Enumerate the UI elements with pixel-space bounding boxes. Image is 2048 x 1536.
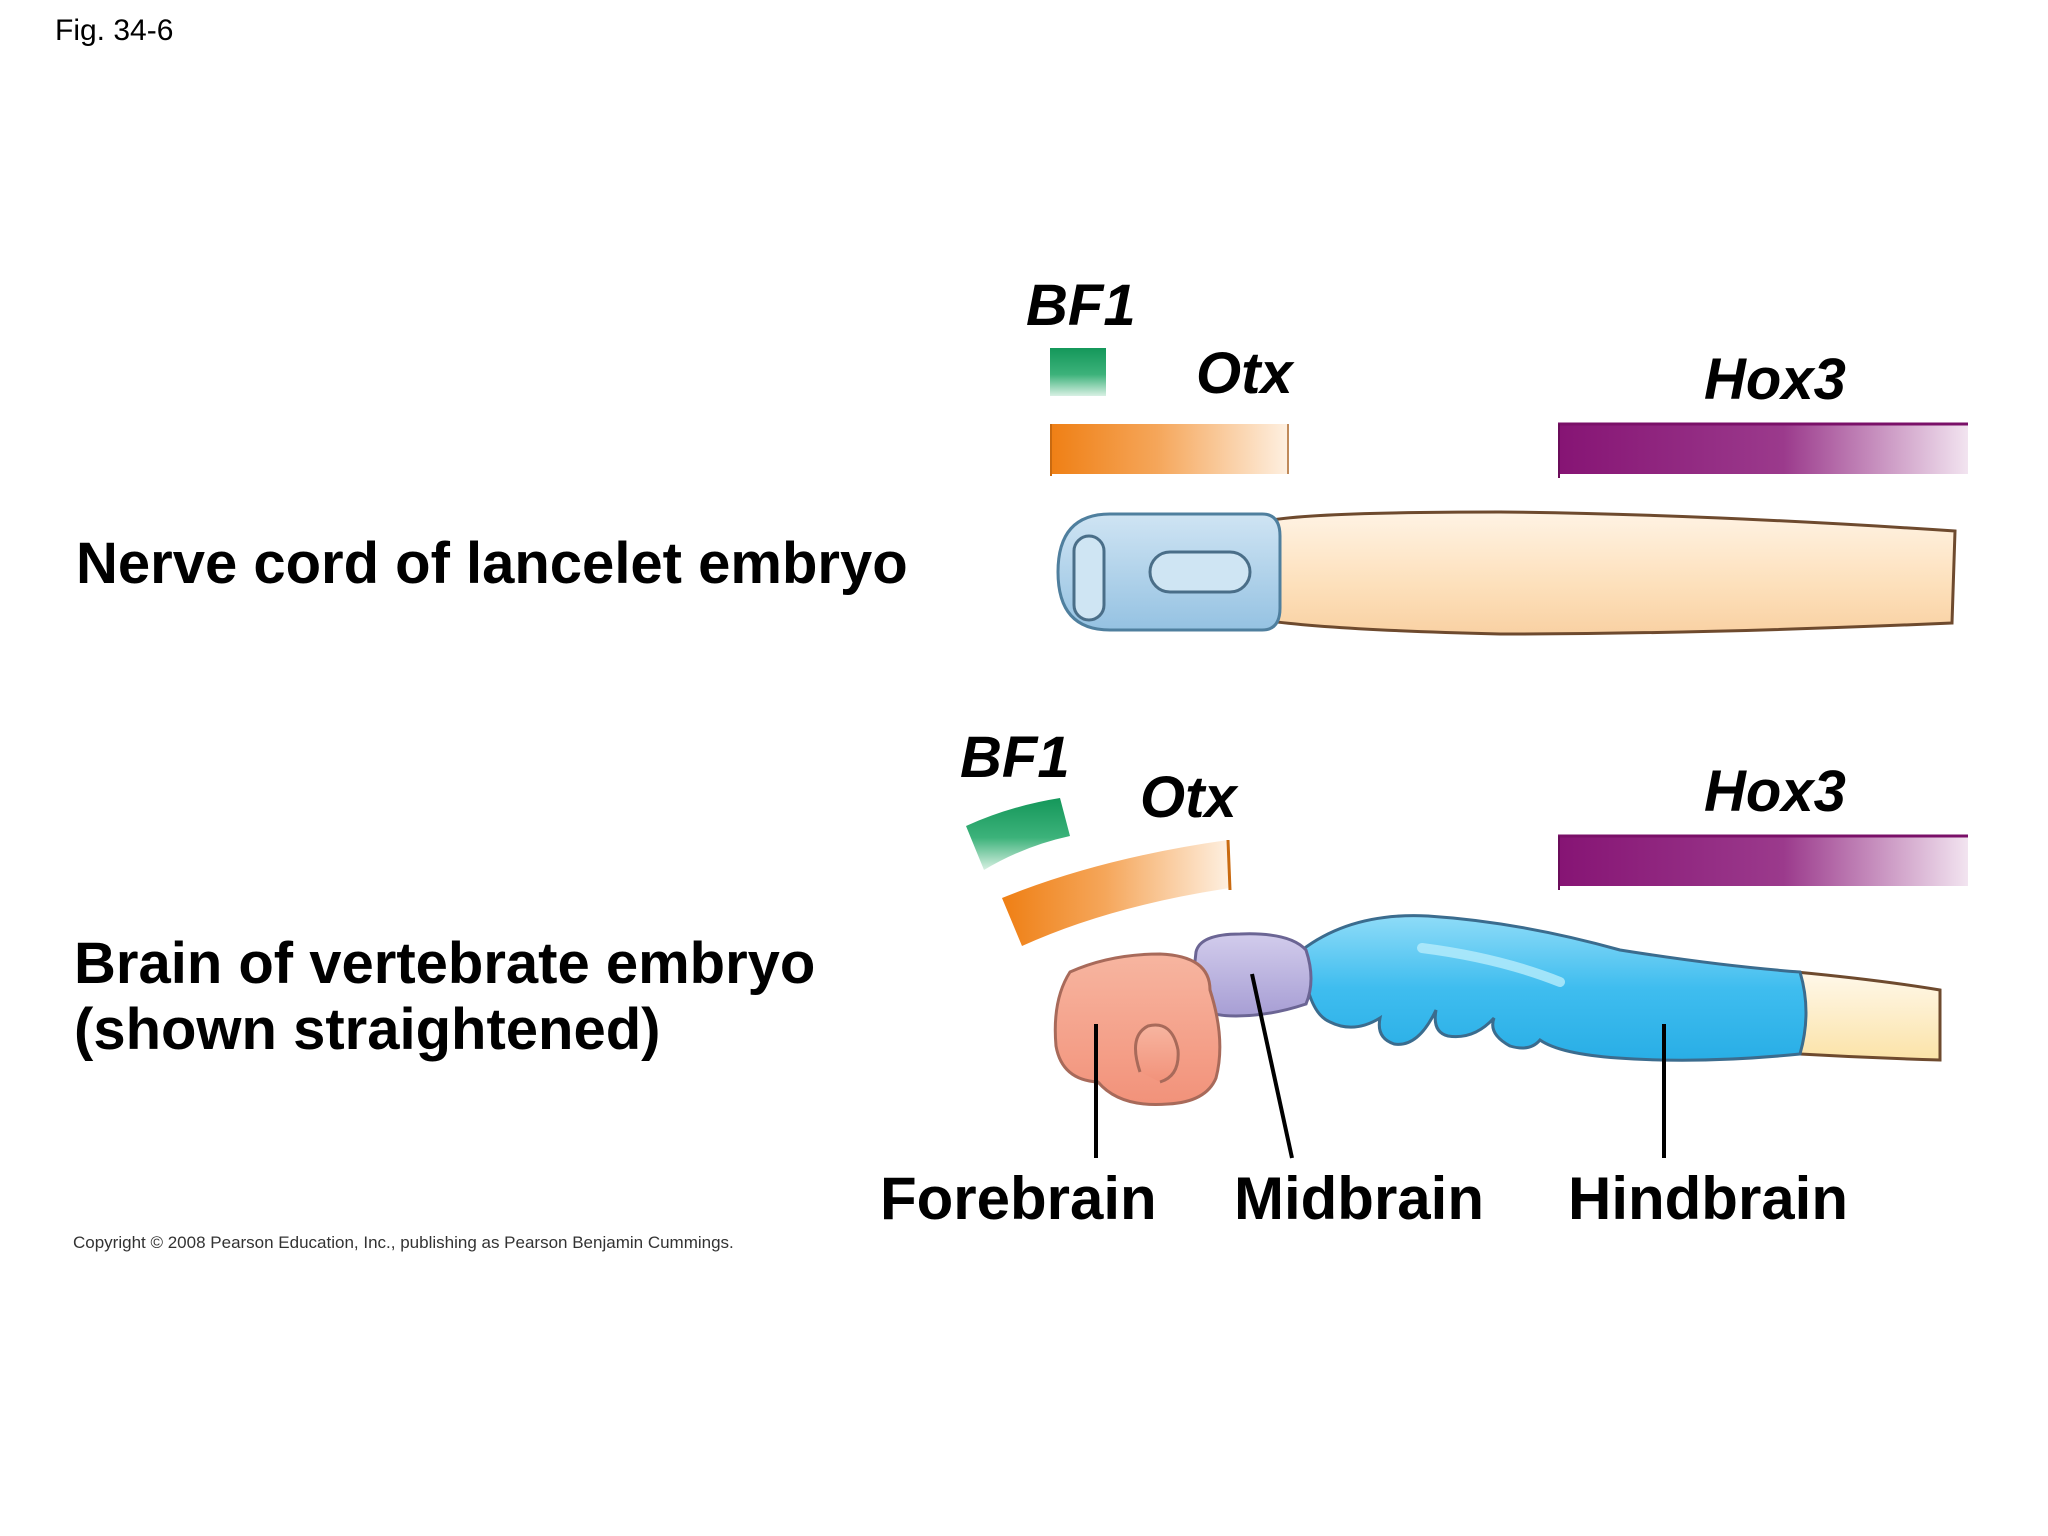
otx-label-vertebrate: Otx — [1140, 765, 1237, 830]
figure-label: Fig. 34-6 — [55, 14, 174, 47]
vertebrate-label-line1: Brain of vertebrate embryo — [74, 931, 816, 996]
copyright-notice: Copyright © 2008 Pearson Education, Inc.… — [73, 1233, 734, 1252]
spinal-cord-tail — [1794, 970, 1942, 1062]
forebrain-shape — [1053, 952, 1222, 1107]
vertebrate-label-line2: (shown straightened) — [74, 997, 661, 1062]
hox3-expression-bar-vertebrate — [1558, 836, 1968, 886]
otx-expression-bar-vertebrate — [1002, 840, 1230, 946]
hox3-label-vertebrate: Hox3 — [1704, 759, 1846, 824]
otx-expression-bar-lancelet — [1050, 424, 1288, 474]
hindbrain-shape — [1300, 914, 1808, 1062]
lancelet-nerve-cord — [1260, 510, 1957, 636]
otx-label-lancelet: Otx — [1196, 341, 1293, 406]
bf1-label-vertebrate: BF1 — [960, 725, 1070, 790]
midbrain-label: Midbrain — [1234, 1165, 1484, 1232]
bf1-expression-bar-vertebrate — [966, 798, 1070, 870]
bf1-label-lancelet: BF1 — [1026, 273, 1136, 338]
forebrain-label: Forebrain — [880, 1165, 1157, 1232]
midbrain-leader-line — [1250, 973, 1294, 1159]
bf1-expression-bar-lancelet — [1050, 348, 1106, 396]
hox3-label-lancelet: Hox3 — [1704, 347, 1846, 412]
hindbrain-label: Hindbrain — [1568, 1165, 1848, 1232]
lancelet-label: Nerve cord of lancelet embryo — [76, 531, 908, 596]
hox3-expression-bar-lancelet — [1558, 424, 1968, 474]
